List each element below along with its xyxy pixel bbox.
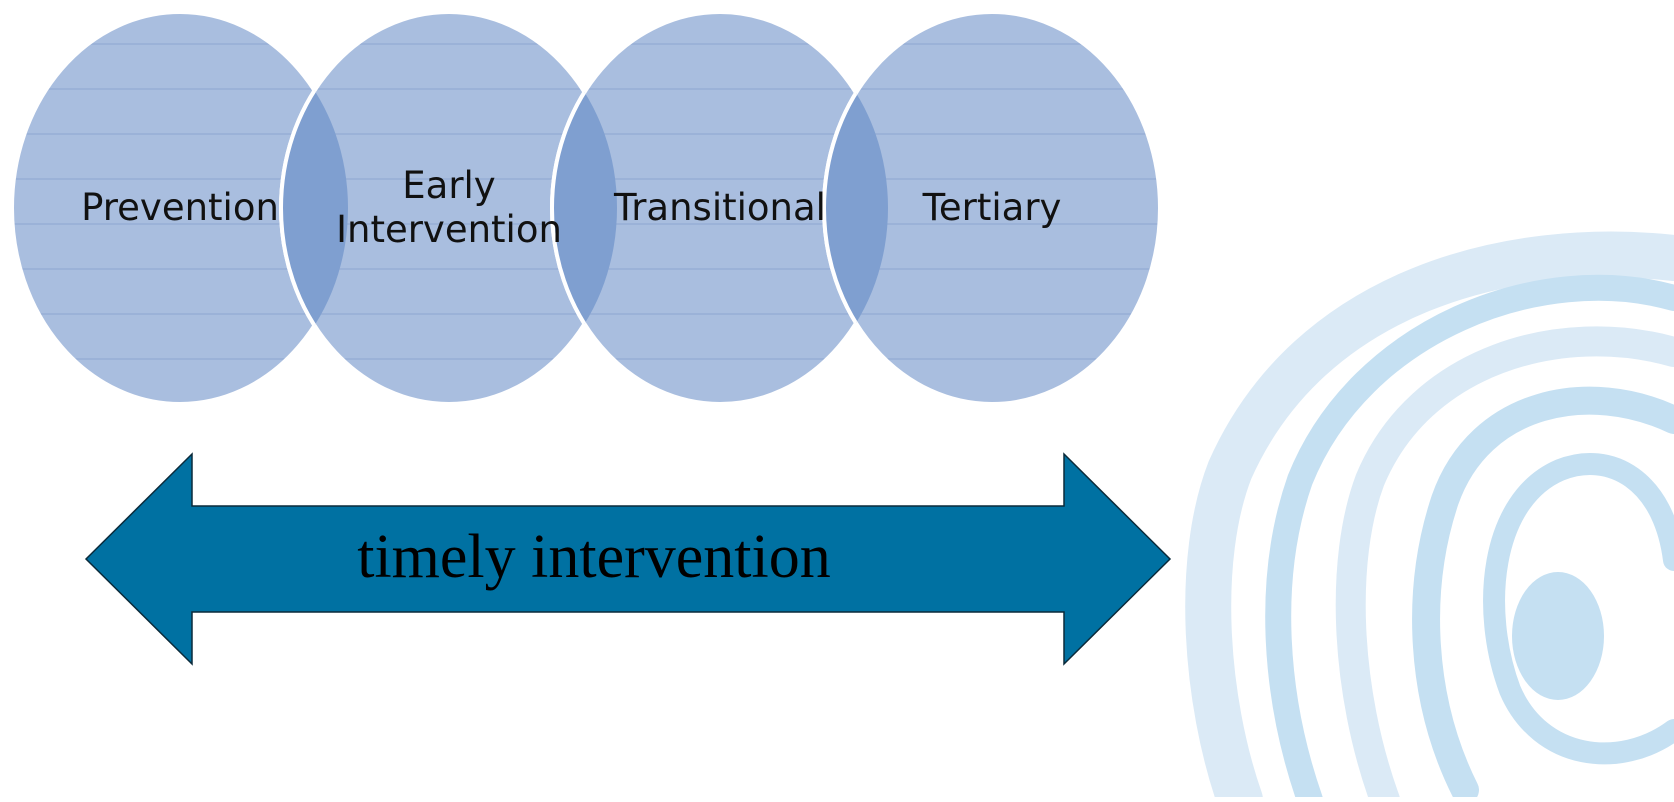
arrow-label: timely intervention (357, 523, 831, 591)
circle-label-line: Intervention (336, 208, 562, 251)
swirl-core (1512, 572, 1604, 700)
circle-label-transitional: Transitional (613, 186, 826, 229)
circle-label-line: Tertiary (922, 186, 1062, 229)
swirl-ring-3 (1335, 326, 1674, 797)
concentric-swirl-icon (1185, 231, 1674, 797)
circle-label-tertiary: Tertiary (922, 186, 1062, 229)
stage-overlaps (279, 12, 888, 404)
swirl-ring-outer (1185, 231, 1674, 797)
circle-label-line: Prevention (81, 186, 279, 229)
circle-label-line: Transitional (613, 186, 826, 229)
double-arrow-shape (84, 452, 1172, 666)
stage-circles (10, 10, 1162, 406)
circle-overlap-1 (279, 12, 348, 404)
timely-intervention-arrow: timely intervention (84, 452, 1172, 666)
circle-overlap-3 (822, 12, 888, 404)
circle-label-prevention: Prevention (81, 186, 279, 229)
swirl-ring-2 (1265, 274, 1674, 797)
swirl-ring-4 (1412, 386, 1674, 797)
swirl-ring-5 (1483, 453, 1674, 765)
circle-label-line: Early (402, 164, 495, 207)
circle-overlap-2 (550, 12, 617, 404)
